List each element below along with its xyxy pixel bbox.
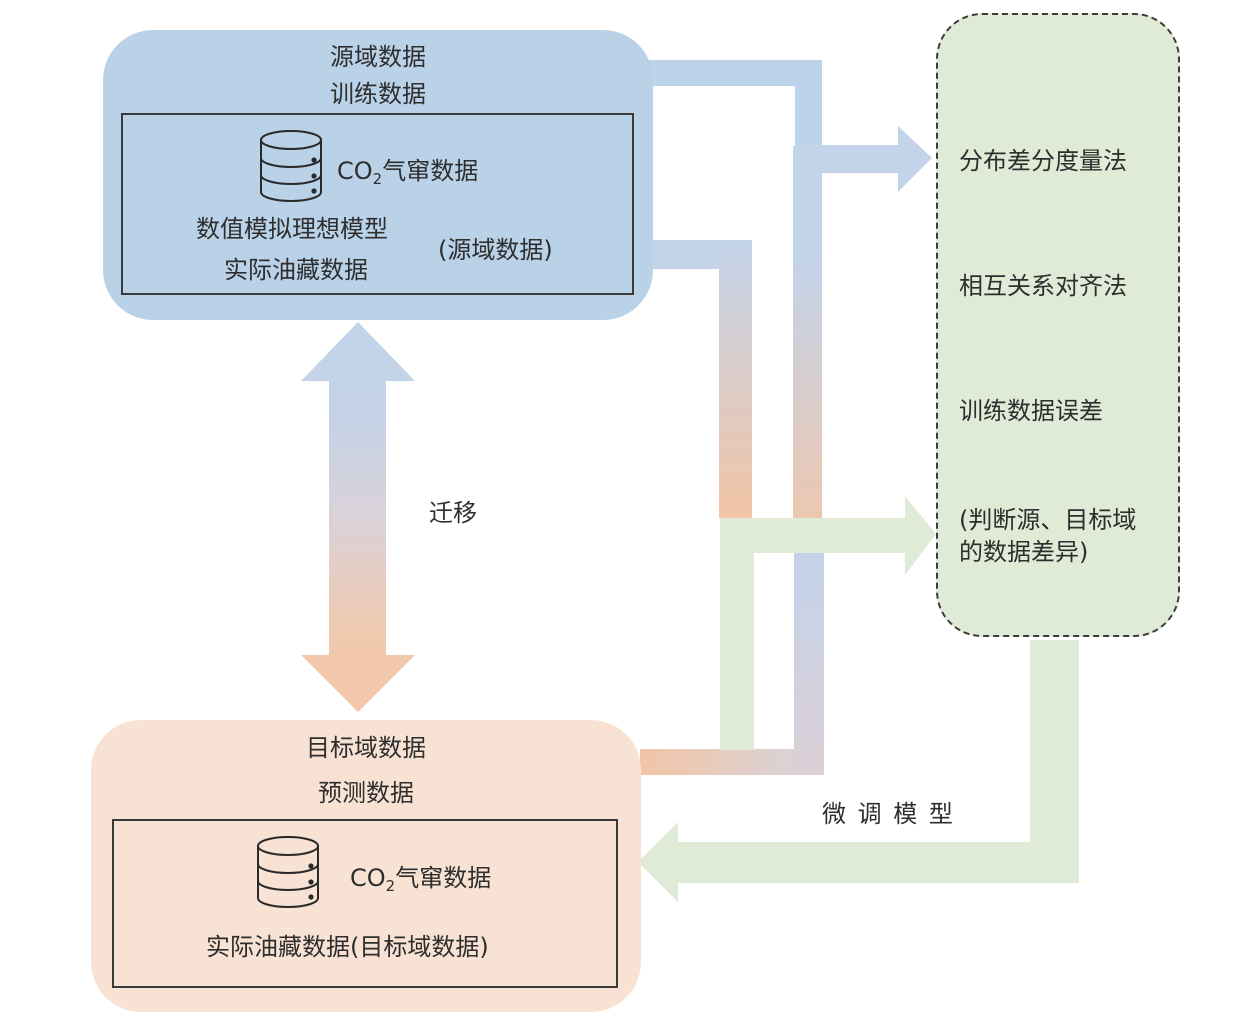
- co2-suffix: 气窜数据: [395, 864, 492, 892]
- method-item: 训练数据误差: [959, 397, 1103, 425]
- fine-tune-label: 微 调 模 型: [822, 800, 955, 828]
- green-merge-connector: [720, 496, 936, 750]
- method-note-line1: (判断源、目标域: [959, 506, 1137, 534]
- target-to-method-connector: [640, 553, 824, 775]
- transfer-label: 迁移: [429, 499, 477, 527]
- database-icon: [257, 836, 319, 908]
- co2-suffix: 气窜数据: [382, 157, 479, 185]
- target-co2-label: CO2气窜数据: [350, 862, 491, 902]
- fine-tune-arrow: [638, 640, 1079, 902]
- method-item: 相互关系对齐法: [959, 272, 1127, 300]
- method-note-line2: 的数据差异): [959, 538, 1089, 566]
- arrow-left-icon: [638, 822, 1079, 902]
- source-tag: (源域数据): [438, 236, 553, 264]
- source-to-method-connector: [640, 60, 932, 518]
- co2-prefix: CO: [337, 157, 373, 185]
- methods-box: [936, 13, 1180, 637]
- arrow-right-icon: [720, 496, 936, 750]
- target-domain-box: [91, 720, 641, 1012]
- source-data-panel: [121, 113, 634, 295]
- target-title-line2: 预测数据: [318, 779, 414, 807]
- source-lower-connector: [640, 240, 752, 518]
- co2-subscript: 2: [372, 170, 383, 188]
- source-title-line2: 训练数据: [330, 80, 426, 108]
- arrow-right-icon: [793, 126, 932, 192]
- source-co2-label: CO2气窜数据: [337, 155, 478, 195]
- co2-prefix: CO: [350, 864, 386, 892]
- method-item: 分布差分度量法: [959, 147, 1127, 175]
- target-title-line1: 目标域数据: [306, 734, 426, 762]
- source-title-line1: 源域数据: [330, 43, 426, 71]
- source-line2: 实际油藏数据: [224, 256, 368, 284]
- target-line1: 实际油藏数据(目标域数据): [206, 933, 489, 961]
- co2-subscript: 2: [385, 877, 396, 895]
- source-domain-box: [103, 30, 653, 320]
- target-data-panel: [112, 819, 618, 988]
- database-icon: [260, 130, 322, 202]
- transfer-double-arrow: [301, 322, 415, 712]
- source-line1: 数值模拟理想模型: [196, 215, 388, 243]
